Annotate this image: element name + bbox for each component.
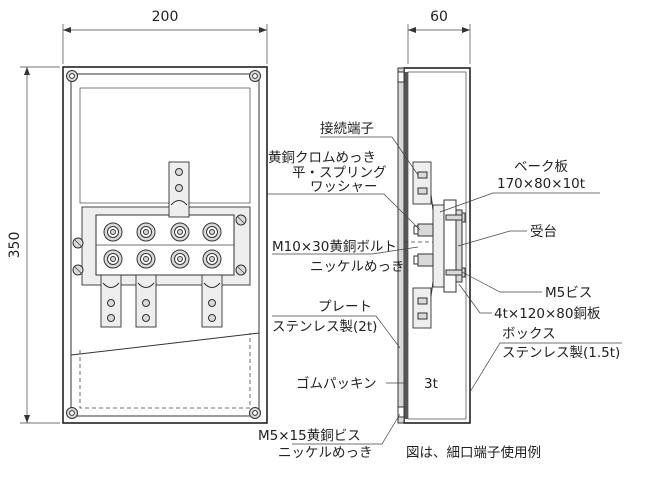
label-box-2: ステンレス製(1.5t) xyxy=(502,345,620,361)
annotation-labels: 接続端子 黄銅クロムめっき 平・スプリング ワッシャー ベーク板 170×80×… xyxy=(258,120,620,461)
bakelite-plate-section xyxy=(432,204,445,288)
bolt-head xyxy=(202,249,222,269)
base-screw xyxy=(235,214,247,226)
bolt-head xyxy=(103,222,123,242)
label-terminal: 接続端子 xyxy=(320,120,374,137)
label-m5-screw: M5ビス xyxy=(545,285,592,301)
dimension-width: 200 xyxy=(62,9,268,64)
label-bolt-1: M10×30黄銅ボルト xyxy=(272,239,397,255)
base-screw xyxy=(72,237,84,249)
gasket-section xyxy=(404,72,408,419)
front-view xyxy=(62,66,268,424)
lower-terminal-lug xyxy=(100,274,122,328)
front-outer-frame xyxy=(62,66,268,424)
corner-screw xyxy=(66,70,78,82)
label-bakelite-1: ベーク板 xyxy=(514,159,568,175)
upper-terminal-lug xyxy=(168,161,190,218)
side-m5-screw xyxy=(445,212,466,223)
label-washer-1: 黄銅クロムめっき xyxy=(268,150,376,166)
label-brass-screw-2: ニッケルめっき xyxy=(278,445,373,461)
side-bolt xyxy=(413,253,434,267)
front-plate-section xyxy=(397,67,405,424)
label-bolt-2: ニッケルめっき xyxy=(310,259,405,275)
bolt-head xyxy=(170,249,190,269)
label-plate-1: プレート xyxy=(318,299,372,315)
front-inner-plate xyxy=(70,73,260,417)
support-section xyxy=(443,199,457,293)
leader-lines xyxy=(268,136,622,445)
base-screw xyxy=(72,264,84,276)
lower-terminal-lug xyxy=(135,274,157,328)
label-gasket: ゴムパッキン xyxy=(296,375,377,392)
bolt-head xyxy=(136,249,156,269)
hidden-lower-edge xyxy=(79,333,251,409)
dim-width-text: 200 xyxy=(152,9,179,25)
label-washer-2: 平・スプリング xyxy=(292,165,387,181)
side-bolt xyxy=(413,223,434,237)
label-box-1: ボックス xyxy=(502,326,556,342)
dim-height-text: 350 xyxy=(7,232,23,259)
label-bakelite-2: 170×80×10t xyxy=(497,176,585,192)
dim-depth-text: 60 xyxy=(430,9,448,25)
corner-screw xyxy=(66,407,78,419)
label-plate-2: ステンレス製(2t) xyxy=(272,319,377,335)
dimension-depth: 60 xyxy=(407,9,471,64)
bolt-head xyxy=(170,222,190,242)
corner-screw xyxy=(249,70,261,82)
lower-terminal-lug xyxy=(201,274,223,328)
base-screw xyxy=(235,264,247,276)
bolt-head xyxy=(103,249,123,269)
label-copper-plate: 4t×120×80銅板 xyxy=(494,306,601,322)
figure-caption: 図は、細口端子使用例 xyxy=(406,444,541,461)
label-brass-screw-1: M5×15黄銅ビス xyxy=(258,428,361,444)
dimension-height: 350 xyxy=(7,66,60,424)
label-thickness: 3t xyxy=(424,376,438,392)
front-upper-window xyxy=(79,87,251,204)
side-upper-terminal xyxy=(412,161,434,211)
plate-cut-line xyxy=(70,332,260,356)
label-washer-3: ワッシャー xyxy=(310,179,378,195)
side-view xyxy=(397,67,471,424)
corner-screw xyxy=(249,407,261,419)
side-lower-terminal xyxy=(412,281,434,329)
bolt-head xyxy=(136,222,156,242)
label-support: 受台 xyxy=(530,224,557,240)
bolt-head xyxy=(202,222,222,242)
